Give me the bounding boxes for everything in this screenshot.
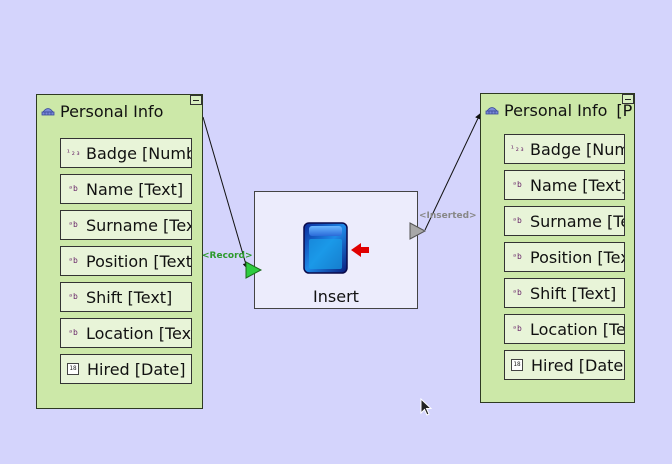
- field-label: Hired [Date]: [531, 355, 625, 375]
- date-type-icon: 18: [511, 359, 523, 371]
- schema-icon: [41, 108, 55, 116]
- record-port-label: <Record>: [202, 251, 253, 261]
- right-schema-header: Personal Info [P: [485, 100, 632, 120]
- left-field-name[interactable]: ᵃb Name [Text]: [60, 174, 192, 204]
- field-label: Location [Text]: [530, 319, 625, 339]
- edge-left-to-insert[interactable]: [202, 116, 249, 269]
- field-label: Name [Text]: [530, 175, 625, 195]
- text-type-icon: ᵃb: [512, 288, 522, 297]
- text-type-icon: ᵃb: [68, 256, 78, 265]
- field-label: Position [Text]: [530, 247, 624, 267]
- schema-icon: [485, 107, 499, 115]
- text-type-icon: ᵃb: [512, 216, 522, 225]
- text-type-icon: ᵃb: [68, 292, 78, 301]
- right-schema-collapse-button[interactable]: [622, 94, 634, 104]
- left-field-position[interactable]: ᵃb Position [Text]: [60, 246, 192, 276]
- left-field-location[interactable]: ᵃb Location [Text]: [60, 318, 192, 348]
- right-schema-title-suffix: [P: [616, 100, 633, 120]
- right-schema-box[interactable]: Personal Info [P ¹₂₃ Badge [Number] ᵃb N…: [480, 93, 635, 403]
- insert-operator-label: Insert: [313, 287, 359, 306]
- text-type-icon: ᵃb: [512, 252, 522, 261]
- mouse-pointer-icon: [420, 398, 433, 416]
- field-label: Badge [Number]: [530, 139, 624, 159]
- text-type-icon: ᵃb: [68, 328, 78, 337]
- text-type-icon: ᵃb: [512, 324, 522, 333]
- left-field-badge[interactable]: ¹₂₃ Badge [Number]: [60, 138, 192, 168]
- insert-operator[interactable]: Insert: [254, 191, 418, 309]
- right-field-badge[interactable]: ¹₂₃ Badge [Number]: [504, 134, 625, 164]
- right-field-shift[interactable]: ᵃb Shift [Text]: [504, 278, 625, 308]
- field-label: Surname [Text]: [86, 215, 191, 235]
- left-field-shift[interactable]: ᵃb Shift [Text]: [60, 282, 192, 312]
- right-field-hired[interactable]: 18 Hired [Date]: [504, 350, 625, 380]
- field-label: Hired [Date]: [87, 359, 186, 379]
- field-label: Position [Text]: [86, 251, 192, 271]
- right-field-surname[interactable]: ᵃb Surname [Text]: [504, 206, 625, 236]
- inserted-output-port[interactable]: [409, 222, 427, 240]
- field-label: Shift [Text]: [86, 287, 173, 307]
- number-type-icon: ¹₂₃: [66, 148, 81, 157]
- left-field-surname[interactable]: ᵃb Surname [Text]: [60, 210, 192, 240]
- right-schema-title: Personal Info: [504, 100, 608, 120]
- left-schema-header: Personal Info: [41, 101, 163, 121]
- field-label: Badge [Number]: [86, 143, 191, 163]
- left-schema-collapse-button[interactable]: [190, 95, 202, 105]
- number-type-icon: ¹₂₃: [510, 144, 525, 153]
- left-schema-box[interactable]: Personal Info ¹₂₃ Badge [Number] ᵃb Name…: [36, 94, 203, 409]
- right-field-name[interactable]: ᵃb Name [Text]: [504, 170, 625, 200]
- field-label: Shift [Text]: [530, 283, 617, 303]
- date-type-icon: 18: [67, 363, 79, 375]
- text-type-icon: ᵃb: [512, 180, 522, 189]
- field-label: Surname [Text]: [530, 211, 624, 231]
- field-label: Name [Text]: [86, 179, 184, 199]
- right-field-location[interactable]: ᵃb Location [Text]: [504, 314, 625, 344]
- right-schema-fields: ¹₂₃ Badge [Number] ᵃb Name [Text] ᵃb Sur…: [481, 94, 634, 402]
- left-schema-title: Personal Info: [60, 101, 164, 121]
- field-label: Location [Text]: [86, 323, 192, 343]
- left-field-hired[interactable]: 18 Hired [Date]: [60, 354, 192, 384]
- record-input-port[interactable]: [245, 261, 263, 279]
- text-type-icon: ᵃb: [68, 184, 78, 193]
- text-type-icon: ᵃb: [68, 220, 78, 229]
- database-insert-icon: [303, 222, 369, 274]
- left-schema-fields: ¹₂₃ Badge [Number] ᵃb Name [Text] ᵃb Sur…: [37, 95, 202, 408]
- right-field-position[interactable]: ᵃb Position [Text]: [504, 242, 625, 272]
- inserted-port-label: <Inserted>: [419, 211, 477, 221]
